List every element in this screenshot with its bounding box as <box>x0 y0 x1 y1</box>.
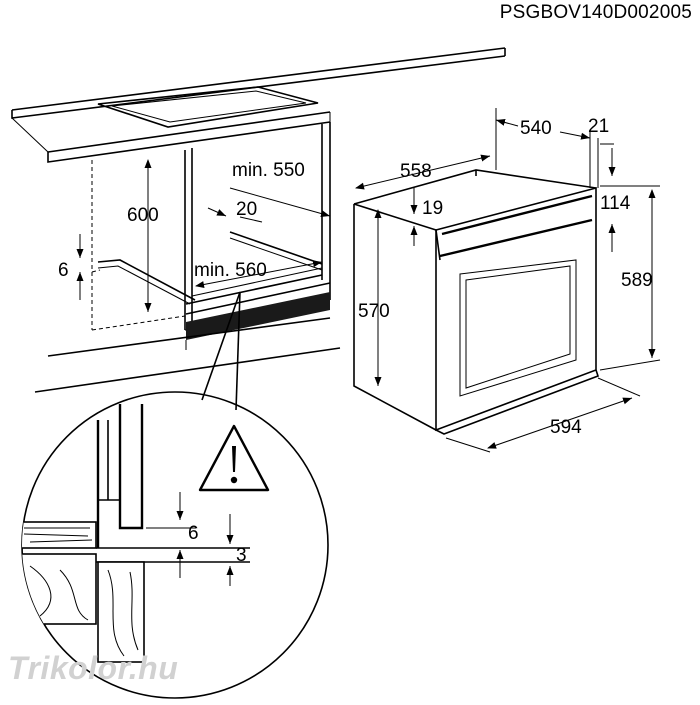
dim-19: 19 <box>422 198 443 219</box>
cabinet-drawing <box>11 47 506 393</box>
dim-114: 114 <box>600 193 631 214</box>
dim-6-left: 6 <box>58 260 69 281</box>
dim-min-560: min. 560 <box>194 260 267 281</box>
watermark-logo: Trikolor.hu <box>8 650 179 686</box>
warning-triangle-icon <box>198 424 270 492</box>
cabinet-dimensions <box>76 159 331 312</box>
detail-dim-6: 6 <box>188 523 199 544</box>
detail-dim-3: 3 <box>236 545 247 566</box>
dim-570: 570 <box>358 301 390 322</box>
dim-min-550: min. 550 <box>232 160 305 181</box>
dim-594: 594 <box>550 417 582 438</box>
oven-dimensions <box>355 108 661 453</box>
dim-20: 20 <box>236 199 257 220</box>
dim-600: 600 <box>127 205 159 226</box>
dim-21: 21 <box>588 116 609 137</box>
dim-558: 558 <box>400 161 432 182</box>
diagram-code: PSGBOV140D002005 <box>499 2 692 23</box>
oven-drawing <box>353 169 600 435</box>
dim-589: 589 <box>621 270 653 291</box>
dim-540: 540 <box>520 118 552 139</box>
detail-callout <box>21 291 329 699</box>
